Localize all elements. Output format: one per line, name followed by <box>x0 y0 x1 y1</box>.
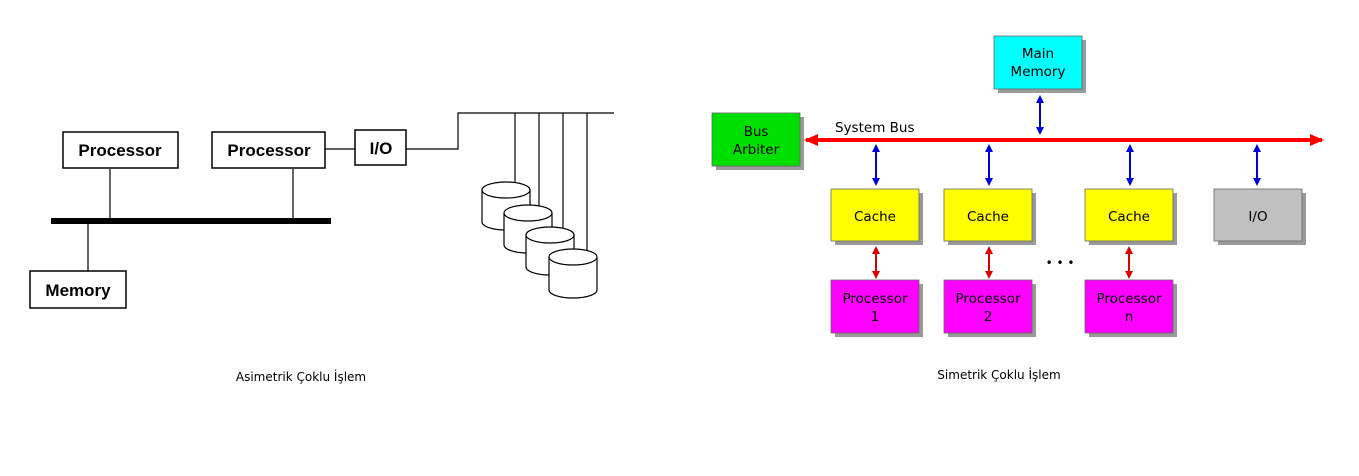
disk-stack-icon <box>481 181 598 299</box>
asym-processor-1: Processor <box>62 131 179 169</box>
disk-4-icon <box>548 248 598 299</box>
processor-n: Processor n <box>1084 279 1177 337</box>
main-memory: Main Memory <box>993 35 1086 93</box>
bus-arbiter-label-line2: Arbiter <box>733 142 780 158</box>
asym-io-label: I/O <box>370 139 393 158</box>
cache-2-label: Cache <box>967 209 1009 225</box>
processor-1: Processor 1 <box>830 279 923 337</box>
processor-2-label-line1: Processor <box>955 291 1020 307</box>
asym-shared-bus <box>51 218 331 224</box>
asym-processor-1-label: Processor <box>78 141 162 160</box>
processor-2: Processor 2 <box>943 279 1036 337</box>
main-memory-box <box>993 35 1083 90</box>
sym-io-label: I/O <box>1248 209 1267 225</box>
processor-2-label-line2: 2 <box>984 309 993 325</box>
asymmetric-caption: Asimetrik Çoklu İşlem <box>236 369 366 384</box>
system-bus-label: System Bus <box>835 120 914 136</box>
asym-memory: Memory <box>29 270 127 309</box>
processor-n-label-line2: n <box>1125 309 1134 325</box>
bus-arbiter-label-line1: Bus <box>744 124 769 140</box>
processor-n-label-line1: Processor <box>1096 291 1161 307</box>
processor-1-label-line1: Processor <box>842 291 907 307</box>
cache-1-label: Cache <box>854 209 896 225</box>
bus-arbiter-box <box>711 112 801 167</box>
asymmetric-diagram: Processor Processor I/O Memory <box>29 112 614 384</box>
processor-1-label-line2: 1 <box>871 309 880 325</box>
cache-n: Cache <box>1084 188 1177 245</box>
main-memory-label-line2: Memory <box>1011 64 1066 80</box>
asym-io-disk-cable <box>406 112 614 150</box>
asym-processor-2-label: Processor <box>227 141 311 160</box>
cache-2: Cache <box>943 188 1036 245</box>
asym-io: I/O <box>354 129 407 166</box>
cache-1: Cache <box>830 188 923 245</box>
ellipsis: • • • <box>1046 256 1075 270</box>
asym-memory-label: Memory <box>45 281 111 300</box>
symmetric-diagram: System Bus Main Memory Bus Arbiter Cache <box>711 35 1324 382</box>
asym-processor-2: Processor <box>211 131 326 169</box>
cache-n-label: Cache <box>1108 209 1150 225</box>
sym-io: I/O <box>1213 188 1306 245</box>
symmetric-caption: Simetrik Çoklu İşlem <box>937 367 1060 382</box>
bus-arbiter: Bus Arbiter <box>711 112 804 170</box>
main-memory-label-line1: Main <box>1022 46 1054 62</box>
